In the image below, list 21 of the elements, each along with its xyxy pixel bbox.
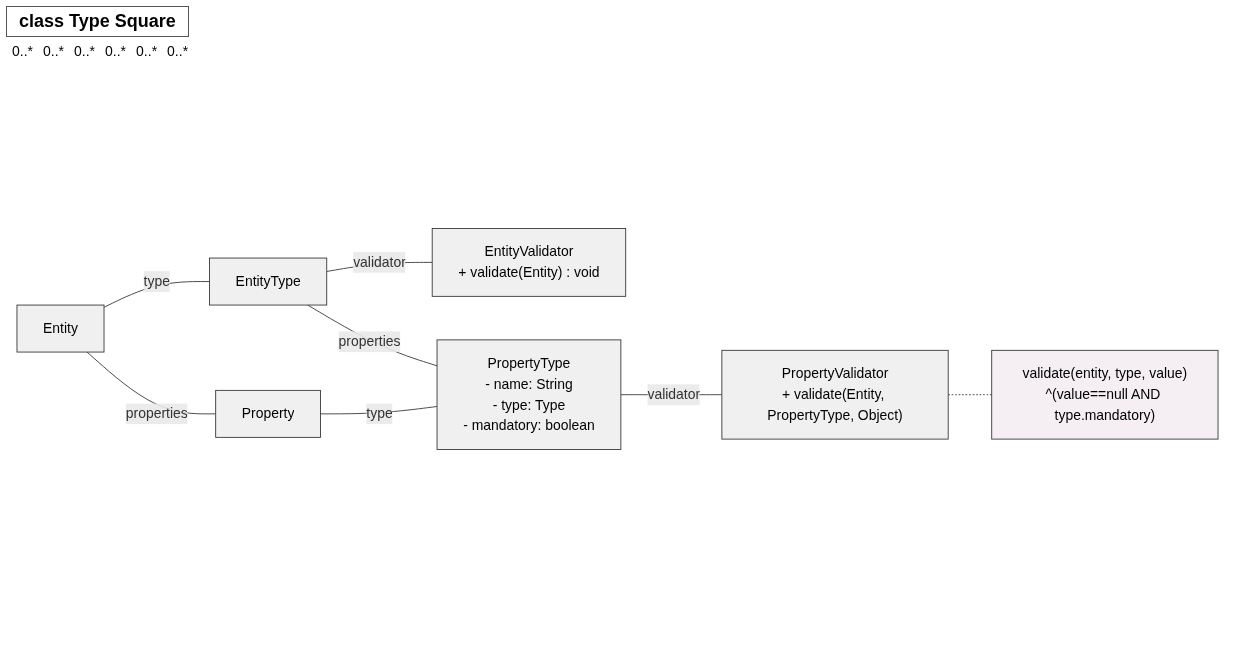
multiplicity-label: 0..*: [105, 43, 127, 59]
multiplicity-label: 0..*: [136, 43, 158, 59]
connector: [307, 304, 438, 367]
edge-label: type: [143, 273, 170, 289]
edge-label: validator: [647, 386, 701, 402]
edge-label: validator: [353, 254, 406, 270]
multiplicity-label: 0..*: [74, 43, 96, 59]
node-box: validate(entity, type, value) ^(value==null AND type.mandatory): [991, 349, 1219, 440]
node-box: EntityType: [209, 257, 328, 306]
edge-label: type: [366, 406, 393, 421]
node-box: Property: [215, 389, 321, 438]
node-box: PropertyType - name: String - type: Type - mandatory: boolean: [436, 339, 622, 450]
node-box: PropertyValidator + validate(Entity, PropertyType, Object): [721, 349, 949, 440]
diagram-title: class Type Square: [6, 6, 189, 37]
node-box: EntityValidator + validate(Entity) : void: [431, 228, 627, 297]
node-box: Entity: [16, 304, 105, 353]
edge-label: properties: [338, 333, 401, 349]
multiplicity-label: 0..*: [43, 43, 65, 59]
multiplicity-label: 0..*: [12, 43, 33, 59]
multiplicity-label: 0..*: [167, 43, 189, 59]
edge-label: properties: [125, 406, 188, 421]
